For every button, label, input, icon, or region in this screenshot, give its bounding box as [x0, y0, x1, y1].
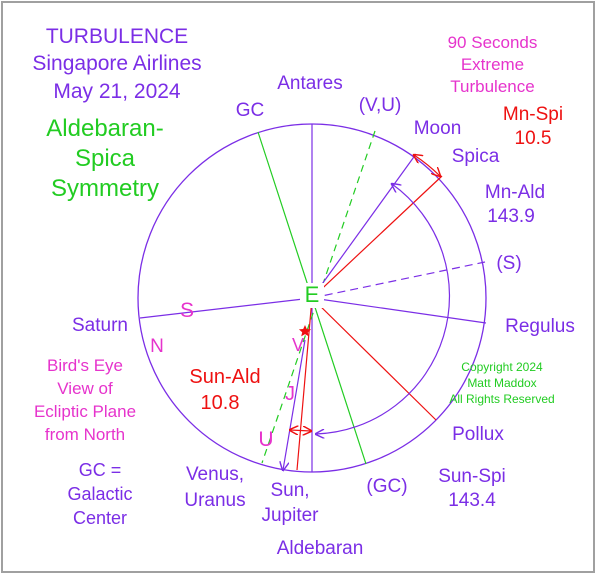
- vu-label: (V,U): [358, 95, 402, 116]
- mn-ald-label: Mn-Ald: [484, 182, 546, 203]
- sun-spi-label: Sun-Spi: [438, 466, 506, 487]
- sun-ald-arc: [290, 430, 311, 431]
- sun-ald-value: 10.8: [200, 392, 240, 414]
- view-line-2: View of: [57, 379, 113, 398]
- mn-ald-value: 143.9: [487, 206, 535, 227]
- regulus-label: Regulus: [505, 316, 575, 337]
- sun-jupiter-line: [296, 297, 313, 471]
- view-line-3: Ecliptic Plane: [33, 402, 137, 421]
- sun-ald-label: Sun-Ald: [189, 366, 261, 388]
- mn-spi-value: 10.5: [514, 128, 552, 149]
- pollux-line: [311, 297, 437, 421]
- venus-uranus-axis: [261, 130, 376, 464]
- venus-uranus-line: [283, 339, 306, 470]
- saturn-label: Saturn: [72, 315, 128, 336]
- gc-legend-line-3: Center: [72, 508, 128, 528]
- sun-spi-value: 143.4: [448, 490, 496, 511]
- saturn-glyph: S: [179, 299, 194, 322]
- earth-glyph: E: [300, 282, 324, 308]
- aldebaran-label: Aldebaran: [276, 538, 364, 559]
- symmetry-line-1: Aldebaran-: [46, 115, 164, 142]
- symmetry-line-3: Symmetry: [51, 175, 159, 202]
- moon-label: Moon: [413, 118, 462, 139]
- title-line-3: May 21, 2024: [53, 80, 181, 103]
- antares-label: Antares: [277, 73, 343, 94]
- mn-ald-arc: [316, 184, 451, 434]
- venus-glyph: V: [291, 335, 304, 355]
- saturn-axis-dashed: [311, 261, 486, 299]
- venus-uranus-label-2: Uranus: [184, 490, 246, 511]
- spica-line: [311, 175, 443, 299]
- event-star-icon: [298, 325, 312, 337]
- gc-legend-line-2: Galactic: [67, 484, 133, 504]
- moon-line: [311, 153, 417, 299]
- mn-spi-label: Mn-Spi: [502, 104, 564, 125]
- frame-border: [1, 1, 595, 573]
- uranus-glyph: U: [258, 428, 274, 451]
- title-line-2: Singapore Airlines: [32, 52, 202, 75]
- copyright-line-1: Copyright 2024: [461, 360, 543, 374]
- gc-top-label: GC: [235, 100, 265, 121]
- venus-uranus-label-1: Venus,: [185, 464, 245, 485]
- symmetry-line-2: Spica: [74, 145, 136, 172]
- north-node-glyph: N: [150, 336, 164, 357]
- event-line-1: 90 Seconds: [447, 33, 538, 52]
- regulus-line: [311, 297, 487, 324]
- view-line-1: Bird's Eye: [47, 356, 123, 375]
- saturn-axis-solid: [139, 297, 313, 319]
- s-paren-label: (S): [496, 253, 522, 274]
- gc-legend-line-1: GC =: [78, 460, 122, 480]
- sun-jupiter-label-2: Jupiter: [261, 505, 319, 526]
- mn-spi-arc: [414, 155, 440, 176]
- view-line-4: from North: [44, 425, 126, 444]
- jupiter-glyph: J: [285, 383, 295, 405]
- spica-label: Spica: [451, 146, 500, 167]
- pollux-label: Pollux: [452, 424, 504, 445]
- copyright-line-3: All Rights Reserved: [449, 392, 555, 406]
- sun-jupiter-label-1: Sun,: [270, 480, 310, 501]
- event-line-2: Extreme: [460, 55, 525, 74]
- copyright-line-2: Matt Maddox: [467, 376, 537, 390]
- title-line-1: TURBULENCE: [45, 25, 189, 48]
- gc-bottom-label: (GC): [366, 476, 408, 497]
- event-line-3: Turbulence: [450, 77, 535, 96]
